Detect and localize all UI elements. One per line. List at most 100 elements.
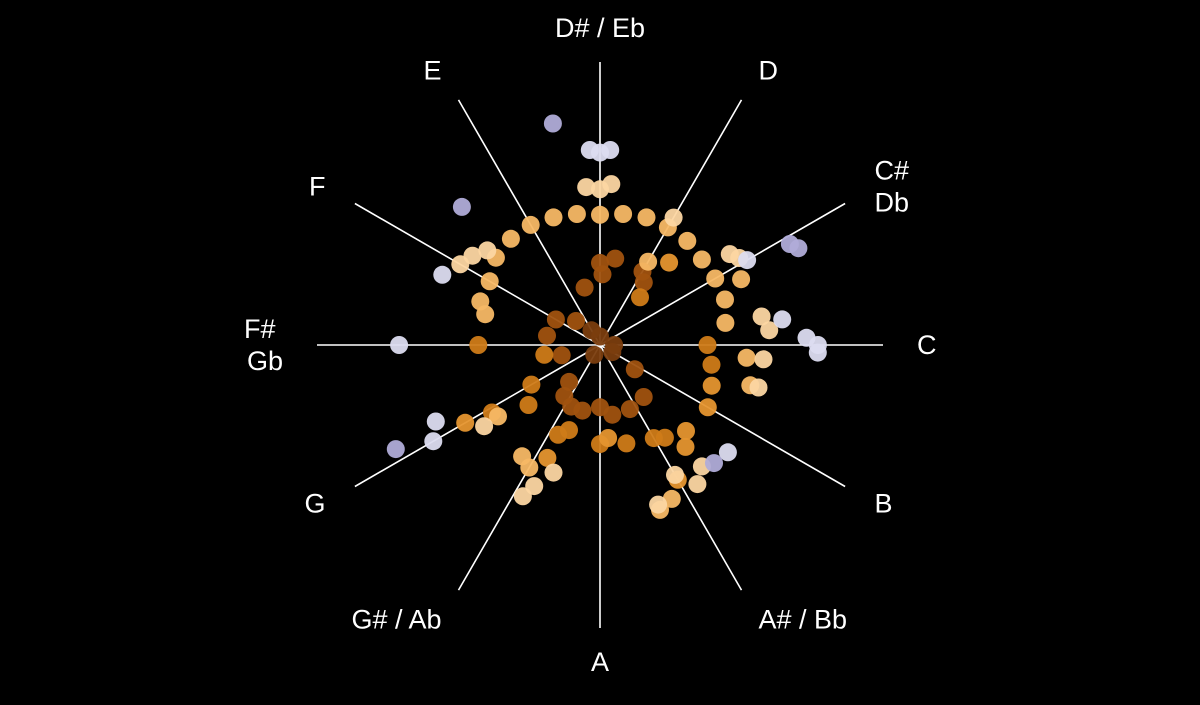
note-point (560, 372, 579, 391)
axis-label-2: C#Db (875, 156, 910, 218)
note-point (808, 343, 827, 362)
note-point (716, 290, 734, 309)
note-point (603, 343, 622, 362)
note-point (463, 246, 482, 265)
axis-label-7: G# / Ab (351, 605, 441, 635)
note-point (543, 114, 562, 133)
note-point (614, 205, 633, 223)
note-point (582, 321, 601, 340)
axis-label-6: A (591, 647, 609, 677)
note-point (501, 229, 520, 248)
note-point (716, 313, 735, 332)
note-point (688, 475, 707, 494)
axis-label-9: F# Gb (244, 314, 283, 376)
note-point (620, 400, 639, 419)
note-point (591, 205, 609, 224)
axis-label-5: A# / Bb (759, 605, 848, 635)
note-point (639, 252, 658, 271)
note-point (749, 378, 768, 397)
note-point (666, 465, 684, 484)
note-point (737, 348, 756, 367)
note-point (567, 205, 586, 223)
note-point (575, 278, 594, 297)
note-point (489, 407, 507, 426)
note-point (702, 376, 721, 395)
note-point (606, 249, 625, 268)
axis-label-0: D# / Eb (555, 13, 645, 43)
note-point (426, 412, 445, 431)
note-point (580, 141, 599, 159)
note-point (519, 396, 538, 414)
note-point (538, 448, 557, 467)
note-point (631, 288, 649, 307)
note-point (522, 375, 541, 394)
note-point (544, 463, 563, 482)
note-point (705, 454, 723, 473)
note-point (664, 208, 683, 227)
spoke-8 (354, 344, 601, 488)
note-point (424, 432, 443, 451)
note-point (649, 495, 668, 514)
note-point (546, 310, 565, 329)
note-point (573, 401, 592, 420)
note-point (677, 422, 695, 440)
note-point (662, 489, 681, 508)
axis-label-1: D (759, 56, 779, 86)
axis-label-4: B (875, 489, 893, 519)
axis-label-10: F (309, 172, 326, 202)
note-point (698, 398, 717, 417)
note-point (773, 310, 792, 329)
note-point (655, 428, 674, 447)
note-point (567, 312, 585, 330)
axis-label-3: C (917, 330, 937, 360)
note-point (552, 346, 571, 365)
note-point (478, 241, 497, 260)
note-point (390, 336, 409, 354)
note-point (789, 239, 808, 258)
note-point (634, 388, 653, 406)
note-point (676, 437, 695, 456)
note-point (593, 265, 612, 284)
axis-label-8: G (304, 489, 325, 519)
note-point (452, 197, 471, 216)
note-point (538, 326, 556, 345)
note-point (760, 321, 779, 340)
note-point (603, 405, 622, 424)
note-point (634, 273, 653, 292)
note-point (601, 141, 620, 159)
note-point (754, 350, 773, 369)
axis-labels-group: D# / Eb D C#DbC B A# / Bb A G# / Ab G F# Gb F E (244, 13, 937, 677)
note-point (469, 336, 488, 354)
note-point (617, 434, 636, 453)
note-point (521, 215, 540, 234)
note-point (637, 208, 656, 227)
notes-group (386, 114, 827, 519)
note-point (702, 355, 721, 374)
note-point (692, 250, 711, 269)
note-point (560, 421, 578, 440)
note-point (513, 487, 532, 506)
note-point (386, 440, 405, 459)
note-point (625, 360, 644, 379)
note-point (475, 417, 494, 436)
note-point (678, 231, 697, 250)
note-point (544, 208, 563, 227)
note-point (456, 413, 475, 432)
note-point (752, 307, 771, 326)
axis-label-11: E (423, 56, 441, 86)
note-point (698, 336, 717, 354)
note-point (585, 345, 604, 364)
note-point (718, 443, 737, 462)
note-point (599, 429, 618, 447)
note-point (480, 272, 499, 291)
note-point (476, 305, 495, 324)
note-point (602, 175, 621, 194)
note-point (535, 345, 554, 364)
note-point (433, 265, 452, 284)
note-point (732, 270, 751, 289)
note-point (513, 447, 532, 466)
note-point (577, 178, 596, 197)
note-point (706, 269, 725, 288)
note-point (660, 253, 679, 272)
